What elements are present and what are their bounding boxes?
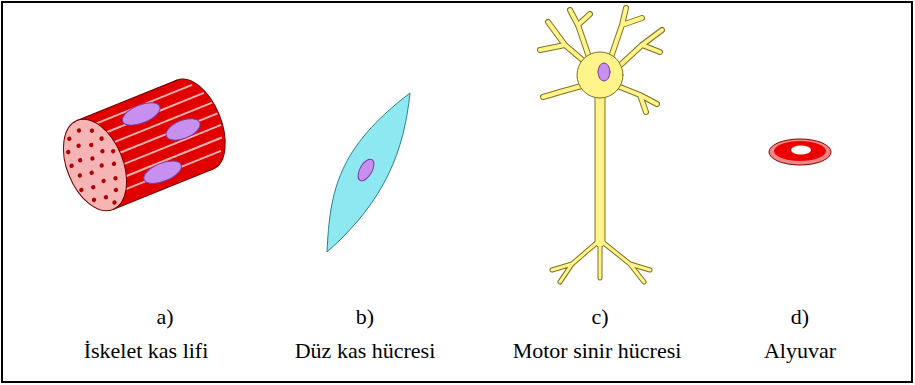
figure-letter: d)	[791, 304, 809, 330]
cell-name: Motor sinir hücresi	[513, 338, 682, 364]
skeletal-muscle-fiber	[51, 70, 237, 220]
red-blood-cell	[769, 139, 831, 165]
cell-name: Alyuvar	[764, 338, 836, 364]
smooth-muscle-cell	[327, 93, 410, 252]
figure-letter: c)	[591, 304, 608, 330]
cell-name: Düz kas hücresi	[295, 338, 436, 364]
figure-letter: b)	[356, 304, 374, 330]
motor-neuron	[540, 8, 662, 282]
cell-name: İskelet kas lifi	[84, 338, 209, 364]
figure-letter: a)	[156, 304, 173, 330]
